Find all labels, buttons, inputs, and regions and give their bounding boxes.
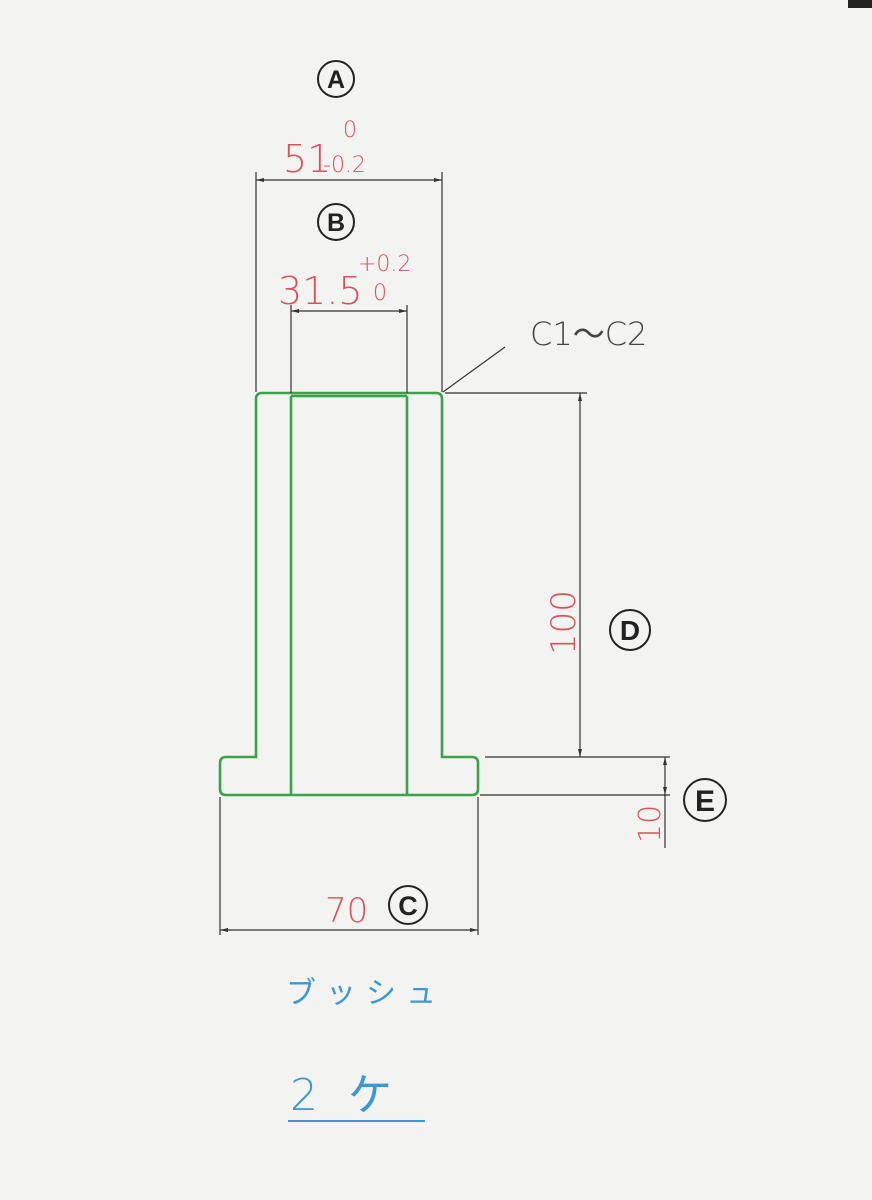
inner-diameter-value: 31.5	[278, 269, 363, 313]
body-length-value: 100	[544, 590, 584, 655]
corner-mark	[848, 0, 872, 8]
flange-diameter-value: 70	[325, 891, 368, 931]
inner-diameter-lower-tolerance: 0	[373, 281, 387, 306]
outer-diameter-upper-tolerance: 0	[343, 118, 357, 143]
inner-diameter-upper-tolerance: +0.2	[358, 252, 411, 277]
dimension-body-length: 100	[445, 392, 670, 758]
label-c: C	[398, 891, 418, 921]
dimension-flange-diameter: 70	[219, 797, 479, 935]
dimension-inner-diameter: 31.5 +0.2 0	[278, 252, 411, 393]
label-e: E	[695, 785, 715, 818]
dimension-flange-thickness: 10	[480, 757, 670, 848]
outer-diameter-lower-tolerance: -0.2	[323, 153, 366, 178]
flange-thickness-value: 10	[633, 805, 668, 843]
quantity-note: 2 ケ	[290, 1070, 400, 1121]
label-b: B	[327, 209, 345, 237]
label-a: A	[327, 66, 345, 94]
part-name: ブッシュ	[286, 976, 446, 1011]
label-d: D	[620, 615, 640, 646]
bushing-outline	[218, 391, 480, 797]
chamfer-note: C1～C2	[530, 315, 647, 353]
dimension-outer-diameter: 51 0 -0.2	[255, 118, 443, 392]
outer-diameter-value: 51	[283, 137, 331, 181]
